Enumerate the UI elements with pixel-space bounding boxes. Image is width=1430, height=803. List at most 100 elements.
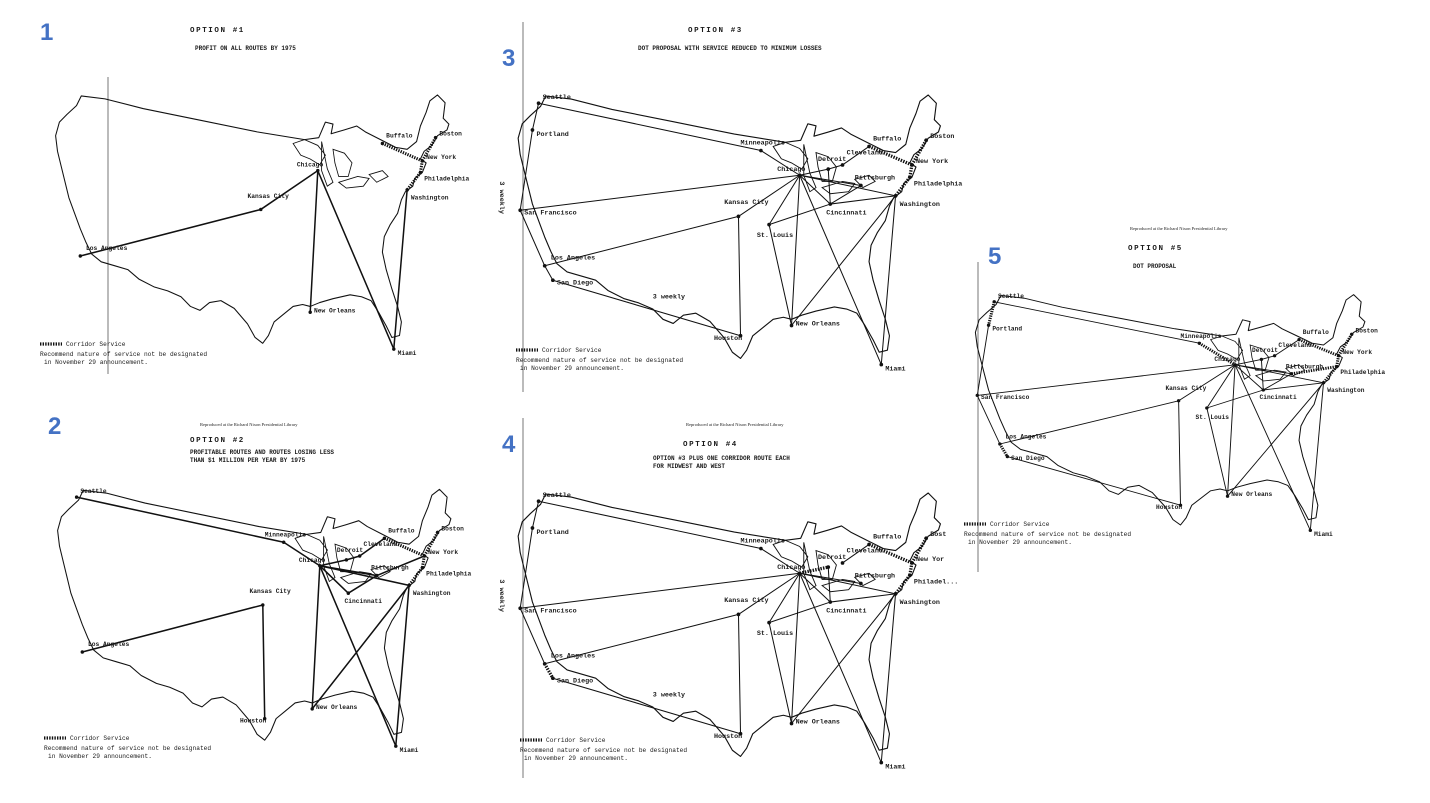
city-marker-detroit	[344, 558, 349, 562]
city-label-sd: San Diego	[557, 279, 593, 287]
footer-note-line: Recommend nature of service not be desig…	[516, 357, 683, 364]
route-line-kc-la	[79, 208, 262, 257]
city-marker-cleveland	[357, 554, 362, 558]
route-line-cincinnati-wash	[829, 195, 897, 205]
footer-note-line: Recommend nature of service not be desig…	[44, 745, 211, 752]
city-label-cincinnati: Cincinnati	[826, 209, 866, 217]
route-line-chicago-kc	[260, 169, 319, 211]
city-label-kc: Kansas City	[250, 588, 292, 595]
route-line-chicago-no	[791, 174, 801, 326]
reproduced-note: Reproduced at the Richard Nixon Presiden…	[200, 422, 298, 427]
route-line-sd-houston	[552, 677, 742, 735]
route-line-stl-cincinnati	[1206, 389, 1264, 409]
option-1-panel: 1 OPTION #1 PROFIT ON ALL ROUTES BY 1975…	[40, 19, 469, 374]
route-line-chicago-miami	[799, 572, 882, 764]
route-line-houston-kc	[1178, 400, 1181, 506]
city-label-minneapolis: Minneapolis	[741, 139, 785, 147]
route-line-cincinnati-wash	[1262, 382, 1324, 391]
city-label-kc: Kansas City	[724, 597, 768, 605]
option-4-panel: 4 Reproduced at the Richard Nixon Presid…	[497, 418, 958, 778]
city-marker-phil	[908, 175, 912, 180]
city-marker-sf	[518, 208, 523, 213]
route-line-chicago-no	[309, 169, 319, 314]
panel-subtitle-line: OPTION #3 PLUS ONE CORRIDOR ROUTE EACH	[653, 455, 790, 462]
corridor-legend-label: Corridor Service	[66, 341, 126, 348]
city-label-cincinnati: Cincinnati	[345, 598, 383, 605]
city-marker-minneapolis	[281, 540, 286, 545]
route-line-portland-sf	[976, 324, 990, 396]
route-line-kc-chicago	[1178, 364, 1236, 402]
city-marker-boston	[435, 530, 440, 535]
route-line-chicago-wash	[799, 572, 897, 595]
route-line-seattle-portland	[531, 102, 540, 131]
route-line-chicago-miami	[319, 564, 397, 747]
route-line-wash-no	[311, 584, 410, 710]
route-line-sd-houston	[1006, 456, 1181, 506]
city-marker-boston	[924, 138, 928, 143]
route-line-cincinnati-wash	[829, 593, 897, 603]
corridor-line-ny-phil	[418, 160, 424, 173]
panel-subtitle: DOT PROPOSAL WITH SERVICE REDUCED TO MIN…	[638, 45, 822, 52]
option-2-panel: 2 Reproduced at the Richard Nixon Presid…	[44, 413, 471, 760]
route-line-minneapolis-chicago	[282, 541, 321, 567]
city-label-phil: Philadelphia	[914, 181, 962, 189]
route-line-chicago-cincinnati	[1234, 364, 1264, 391]
city-label-portland: Portland	[537, 131, 569, 139]
route-line-chicago-cincinnati	[319, 564, 350, 594]
corridor-line-boston-ny	[420, 136, 437, 162]
city-label-ny: New York	[1342, 349, 1372, 356]
route-line-minneapolis-chicago	[760, 150, 801, 176]
route-line-chicago-cincinnati	[799, 174, 831, 205]
route-line-la-sd	[544, 265, 554, 281]
route-line-wash-miami	[395, 584, 410, 747]
city-marker-houston	[262, 716, 267, 721]
us-coastline	[57, 488, 452, 741]
panel-number: 3	[502, 45, 515, 72]
city-marker-ny	[1336, 354, 1341, 358]
route-line-sf-la	[519, 209, 546, 267]
city-label-cleveland: Cleveland	[364, 541, 398, 548]
city-marker-minneapolis	[1197, 341, 1202, 345]
panel-subtitle-line: DOT PROPOSAL WITH SERVICE REDUCED TO MIN…	[638, 45, 822, 52]
city-marker-buffalo	[867, 144, 871, 149]
city-label-buffalo: Buffalo	[873, 135, 901, 143]
corridor-legend-label: Corridor Service	[990, 521, 1050, 528]
city-marker-chicago	[797, 571, 802, 576]
route-line-portland-sf	[519, 129, 533, 211]
route-line-no-wash	[1227, 382, 1324, 497]
corridor-line-minneapolis-chicago	[1198, 341, 1236, 367]
city-marker-miami	[394, 744, 398, 748]
footer-note-line: in November 29 announcement.	[520, 365, 624, 372]
city-label-boston: Boston	[441, 525, 464, 532]
city-marker-minneapolis	[759, 546, 763, 551]
panel-subtitle-line: DOT PROPOSAL	[1133, 263, 1177, 270]
city-label-seattle: Seattle	[543, 492, 571, 500]
city-marker-stl	[1205, 406, 1209, 410]
route-line-wash-miami	[1309, 382, 1324, 531]
route-line-minneapolis-chicago	[760, 548, 801, 574]
city-marker-cleveland	[840, 561, 845, 565]
city-marker-detroit	[826, 167, 831, 171]
great-lakes	[1209, 335, 1306, 382]
city-label-miami: Miami	[885, 366, 905, 374]
city-marker-boston	[1350, 332, 1354, 336]
annotation-weekly_west: 3 weekly	[497, 579, 505, 612]
city-marker-buffalo	[382, 536, 387, 541]
route-line-stl-no	[768, 224, 793, 326]
route-line-cincinnati-pittsburgh	[347, 574, 378, 594]
city-marker-sd	[551, 278, 555, 283]
great-lakes	[772, 141, 876, 195]
city-label-minneapolis: Minneapolis	[265, 531, 307, 538]
city-label-wash: Washington	[900, 599, 940, 607]
city-label-detroit: Detroit	[337, 547, 363, 554]
corridor-line-seattle-portland	[987, 301, 996, 326]
city-marker-phil	[1334, 364, 1339, 369]
city-label-la: Los Angeles	[551, 653, 595, 661]
route-line-wash-miami	[880, 195, 897, 366]
route-line-detroit-cincinnati	[827, 566, 831, 603]
route-line-chicago-no	[791, 572, 801, 724]
city-marker-minneapolis	[759, 148, 763, 153]
city-marker-cincinnati	[828, 202, 833, 206]
city-marker-ny	[420, 159, 425, 163]
